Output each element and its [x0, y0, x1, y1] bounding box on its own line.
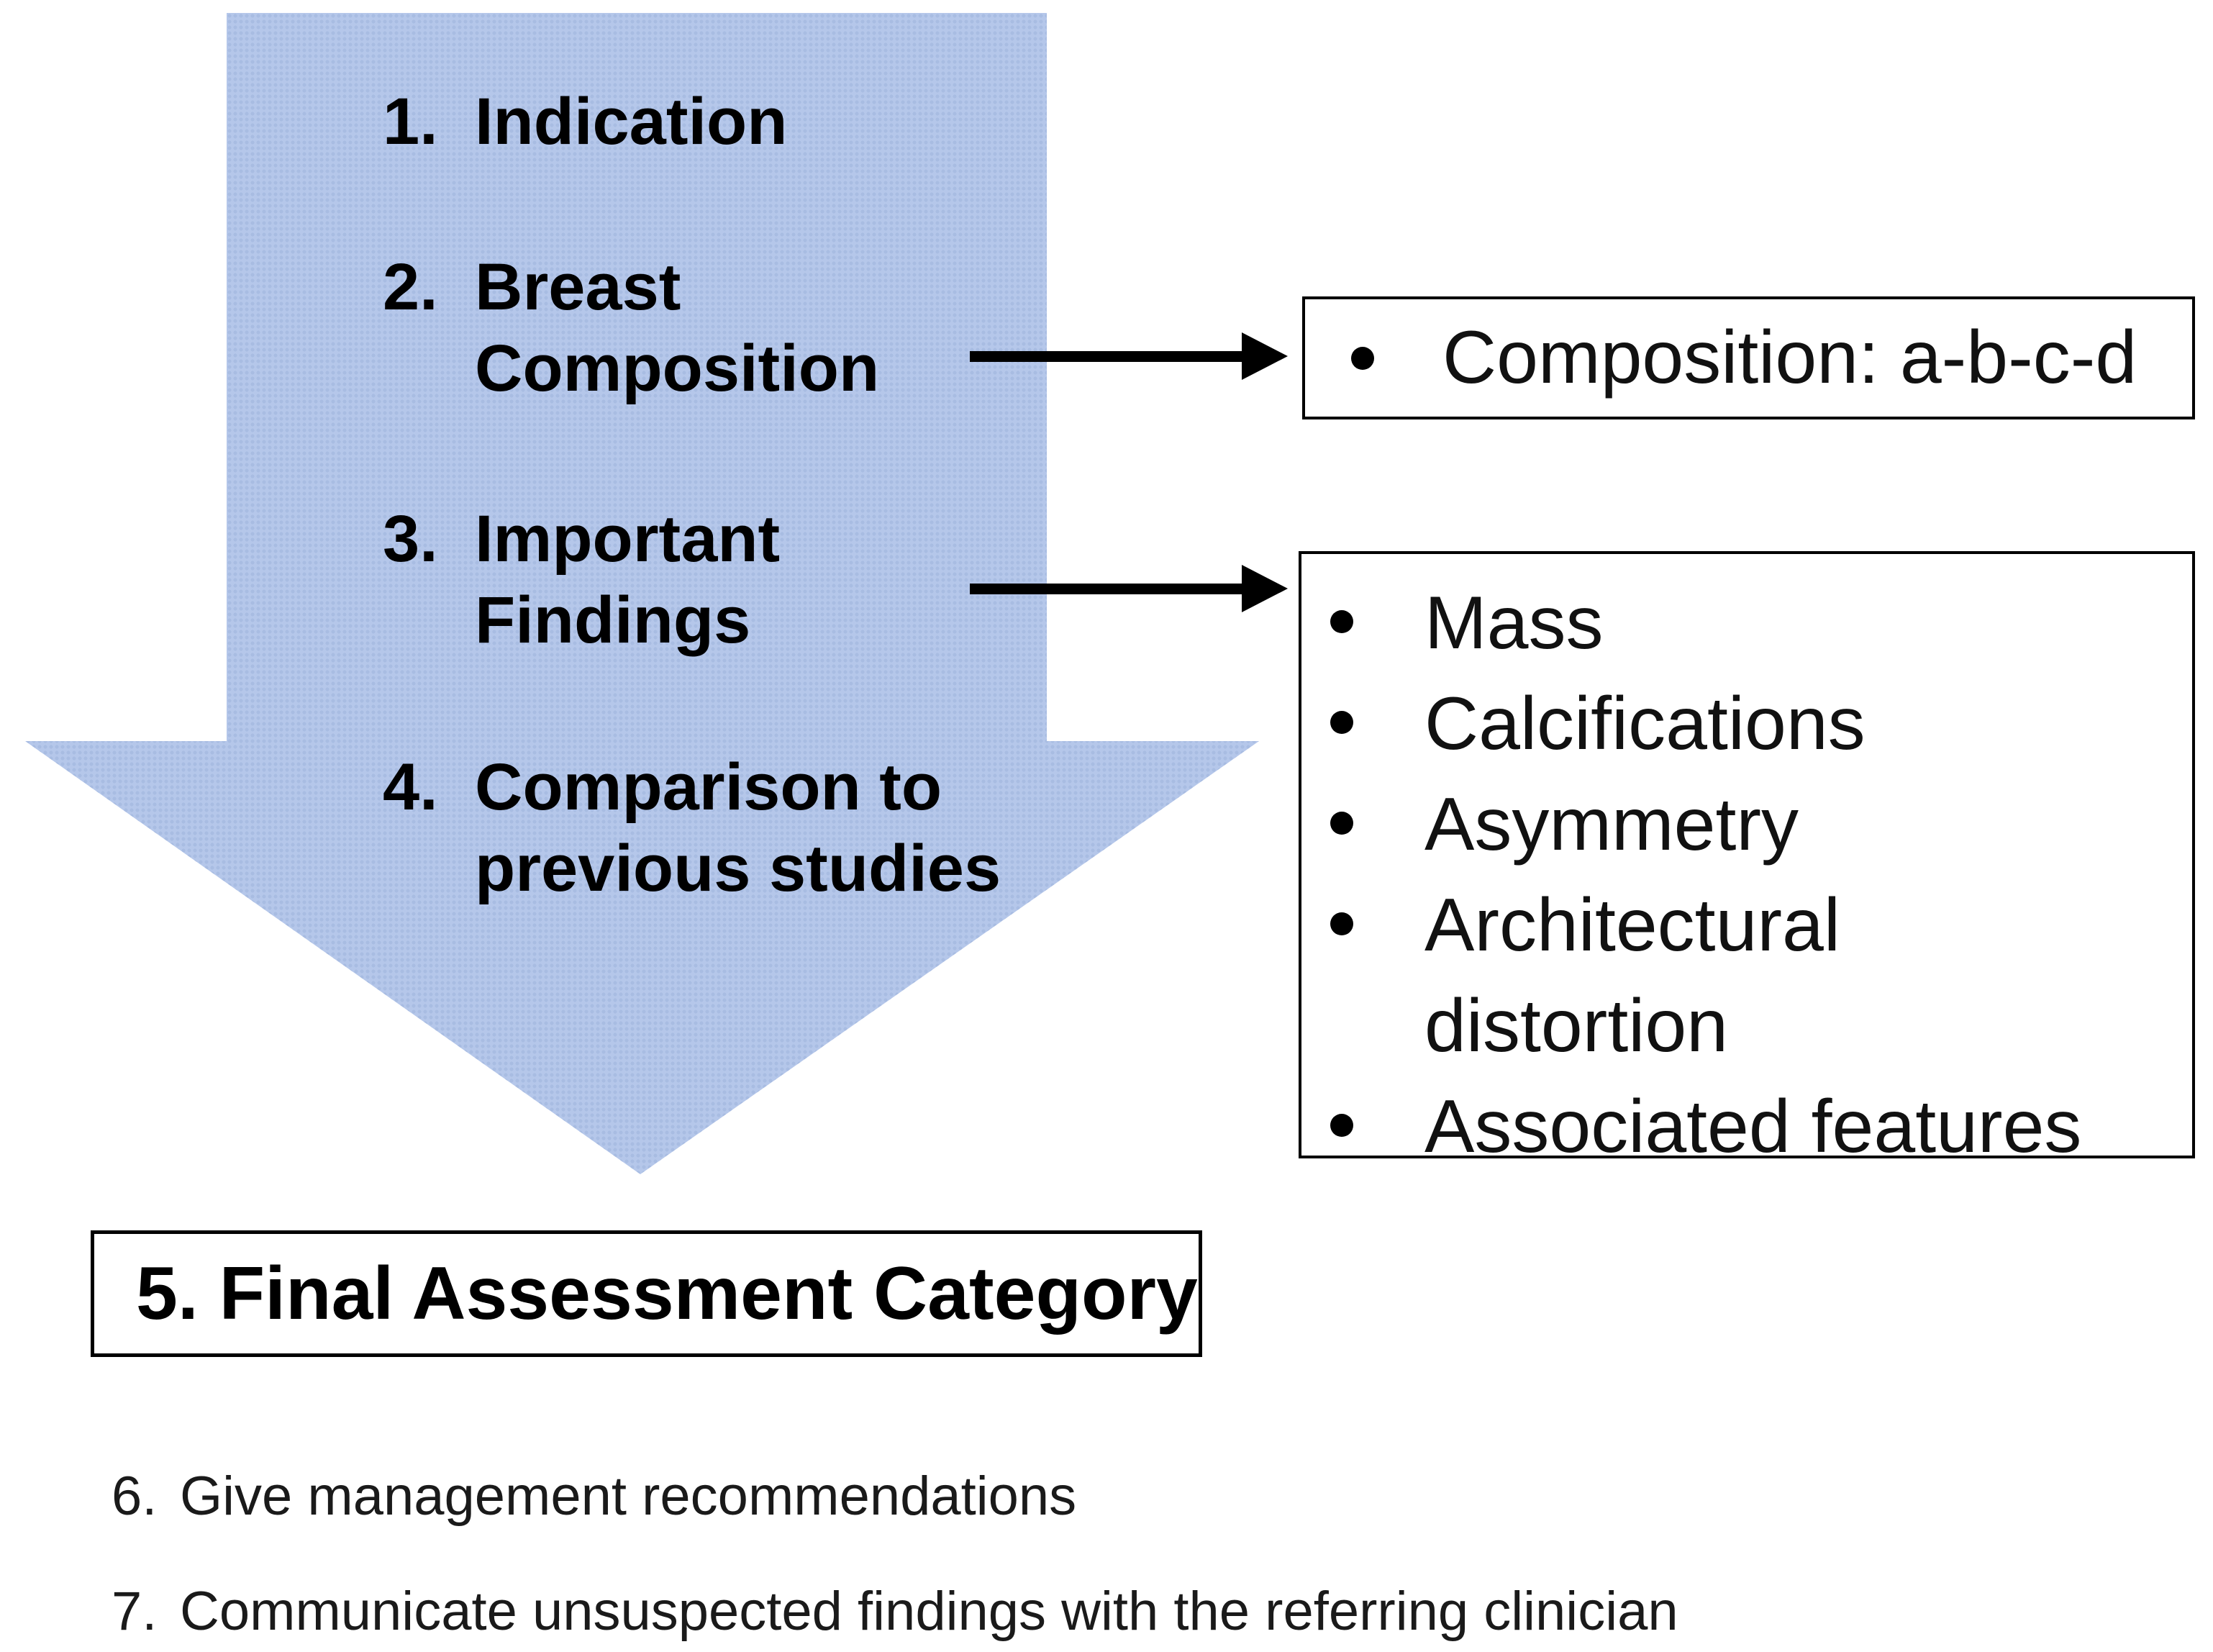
arrow-step-2: 2. Breast Composition [383, 247, 879, 409]
arrow-step-4: 4. Comparison to previous studies [383, 747, 1001, 909]
step-label: Breast Composition [475, 250, 880, 405]
step-number: 2. [383, 250, 438, 324]
step-text: Give management recommendations [180, 1466, 1077, 1527]
step-label: Important Findings [475, 502, 781, 657]
bullet-icon [1351, 346, 1374, 370]
findings-box: Mass Calcifications Asymmetry Architectu… [1299, 551, 2195, 1168]
connector-arrow-findings-head-icon [1242, 565, 1288, 612]
findings-item-text: Associated features [1424, 1085, 2082, 1168]
footer-step-6: 6. Give management recommendations [112, 1465, 1076, 1528]
step-number: 3. [383, 502, 438, 576]
composition-box-text: Composition: a-b-c-d [1442, 316, 2137, 399]
bullet-icon [1330, 812, 1353, 835]
findings-item-text: Asymmetry [1424, 783, 1799, 866]
arrow-step-3: 3. Important Findings [383, 499, 780, 661]
bullet-icon [1330, 1114, 1353, 1137]
final-assessment-text: 5. Final Assessment Category [136, 1251, 1198, 1335]
step-label: Comparison to previous studies [475, 750, 1001, 905]
connector-arrow-findings-line [970, 584, 1245, 594]
arrow-step-1: 1. Indication [383, 81, 787, 163]
findings-item-text: Calcifications [1424, 682, 1866, 766]
findings-item-text: Architectural distortion [1424, 884, 1840, 1068]
findings-item: Asymmetry [1301, 774, 2192, 875]
bullet-icon [1330, 912, 1353, 935]
connector-arrow-composition-head-icon [1242, 332, 1288, 380]
step-text: Communicate unsuspected findings with th… [180, 1581, 1678, 1642]
step-number: 1. [383, 85, 438, 158]
footer-step-7: 7. Communicate unsuspected findings with… [112, 1580, 1678, 1643]
findings-item: Associated features [1301, 1076, 2192, 1177]
findings-item: Calcifications [1301, 673, 2192, 774]
findings-item: Mass [1301, 573, 2192, 673]
findings-item: Architectural distortion [1301, 875, 2192, 1076]
findings-item-text: Mass [1424, 581, 1604, 665]
step-number: 6. [112, 1466, 158, 1527]
bullet-icon [1330, 610, 1353, 633]
bullet-icon [1330, 711, 1353, 734]
final-assessment-box: 5. Final Assessment Category [91, 1230, 1202, 1357]
step-number: 4. [383, 750, 438, 824]
connector-arrow-composition-line [970, 351, 1245, 362]
step-label: Indication [475, 85, 788, 158]
composition-box: Composition: a-b-c-d [1302, 296, 2195, 419]
step-number: 7. [112, 1581, 158, 1642]
